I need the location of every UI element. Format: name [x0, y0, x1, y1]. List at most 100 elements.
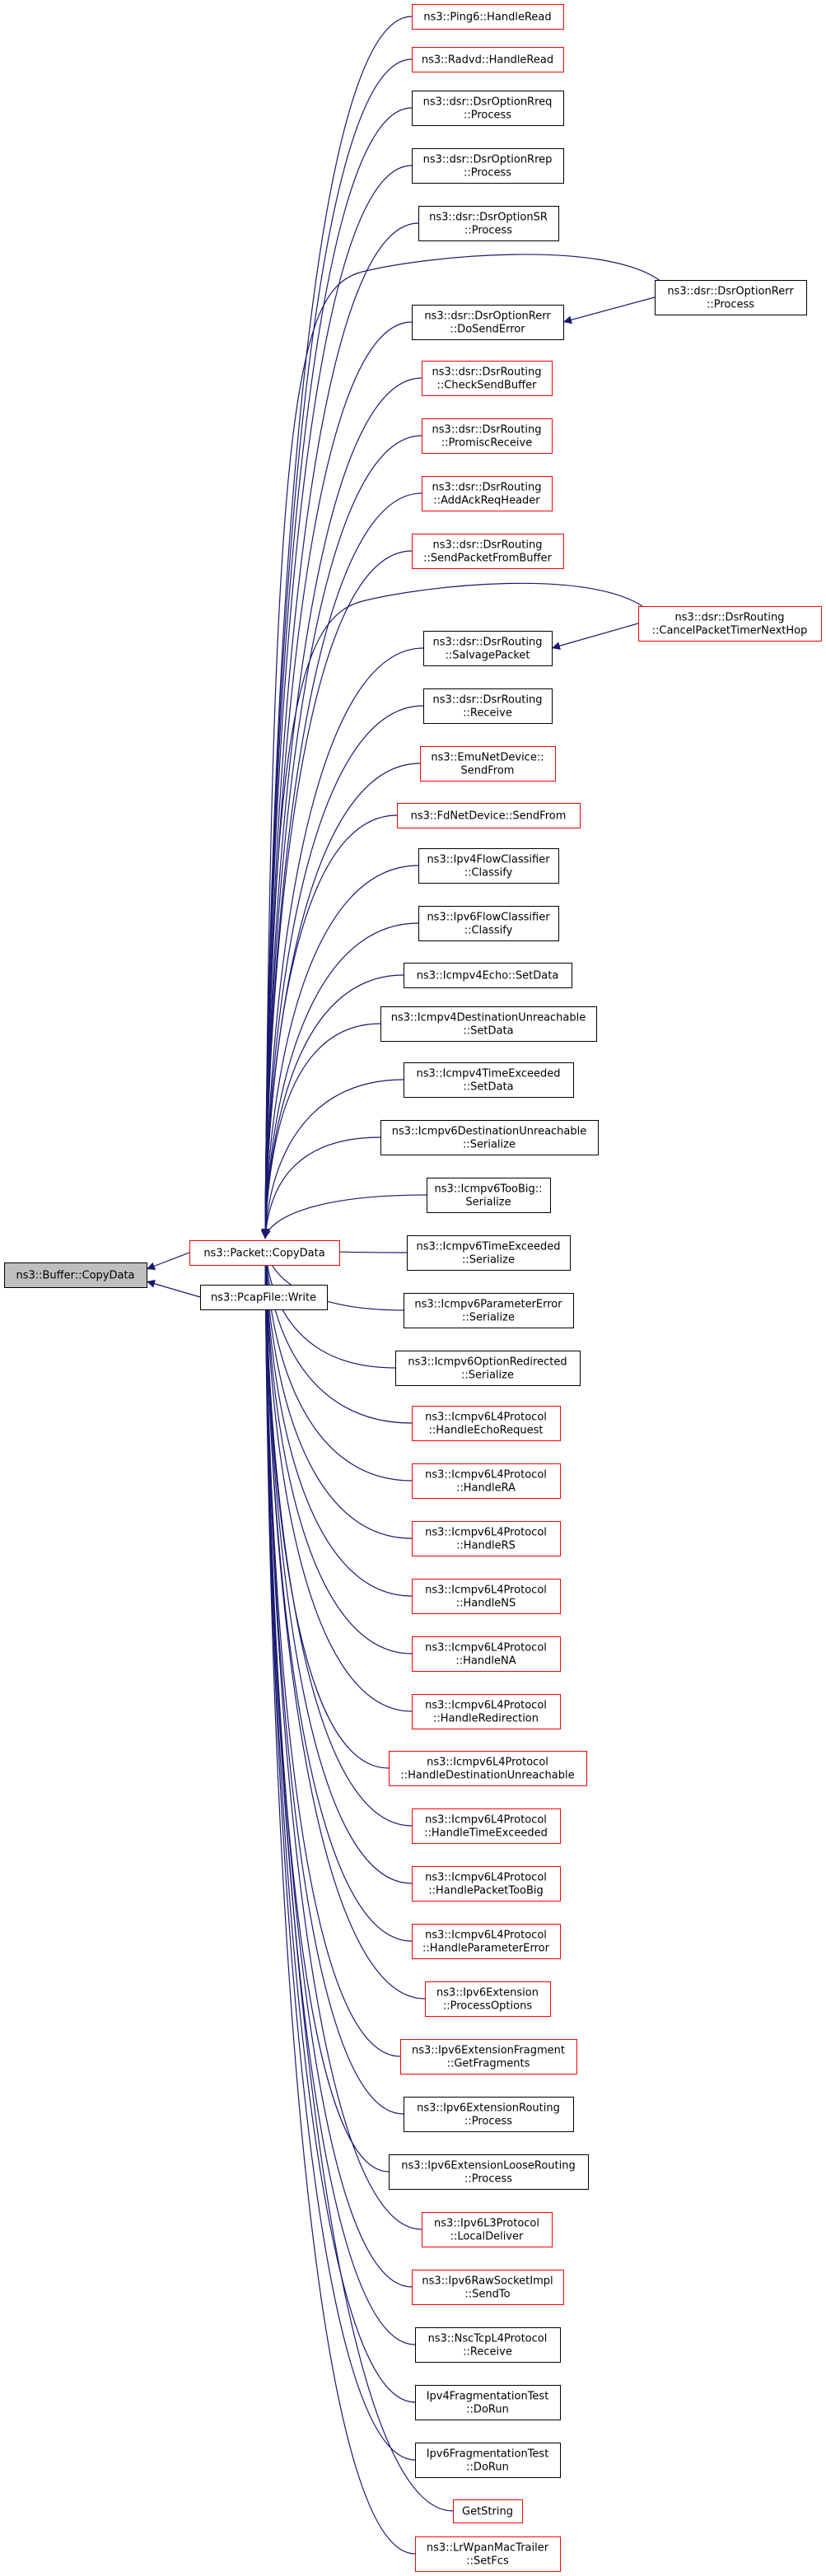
node-icmpv6l4protocol-handlens[interactable]: ns3::Icmpv6L4Protocol::HandleNS: [412, 1579, 561, 1614]
node-label: Ipv4FragmentationTest: [427, 2391, 549, 2403]
node-box: [380, 1006, 597, 1042]
node-nsctcpl4protocol-receive[interactable]: ns3::NscTcpL4Protocol::Receive: [415, 2327, 561, 2363]
edge-ipv6extensionlooserouting-process-to-packet-copydata: [261, 1244, 390, 2172]
node-icmpv6l4protocol-handlera[interactable]: ns3::Icmpv6L4Protocol::HandleRA: [412, 1463, 561, 1499]
edge-icmpv6l4protocol-handledestinationunreachable-to-packet-copydata: [261, 1244, 390, 1769]
node-label: ::HandleNS: [456, 1598, 516, 1610]
node-label: Serialize: [465, 1197, 511, 1209]
node-label: ::HandleRA: [456, 1482, 516, 1495]
node-buffer-copydata[interactable]: ns3::Buffer::CopyData: [4, 1262, 147, 1288]
node-box: [397, 803, 581, 828]
node-box: [427, 1178, 551, 1213]
node-ipv6l3protocol-localdeliver[interactable]: ns3::Ipv6L3Protocol::LocalDeliver: [422, 2212, 553, 2247]
node-packet-copydata[interactable]: ns3::Packet::CopyData: [189, 1240, 340, 1266]
node-ipv6extensionfragment-getfragments[interactable]: ns3::Ipv6ExtensionFragment::GetFragments: [400, 2039, 577, 2074]
node-label: ns3::dsr::DsrRouting: [675, 612, 785, 624]
node-label: ns3::Icmpv6TimeExceeded: [416, 1241, 560, 1253]
node-label: ns3::Icmpv4TimeExceeded: [416, 1068, 560, 1080]
node-dsrrouting-sendpacketfrombuffer[interactable]: ns3::dsr::DsrRouting::SendPacketFromBuff…: [412, 534, 564, 569]
node-ping6-handleread[interactable]: ns3::Ping6::HandleRead: [412, 4, 564, 30]
node-dsrrouting-cancelpackettimernexthop[interactable]: ns3::dsr::DsrRouting::CancelPacketTimerN…: [638, 606, 822, 642]
node-icmpv6l4protocol-handleredirection[interactable]: ns3::Icmpv6L4Protocol::HandleRedirection: [412, 1694, 561, 1729]
edge-dsroptionrerr-process-to-dosenderror: [562, 296, 656, 324]
edge-ipv4flowclassifier-classify-to-packet-copydata: [261, 865, 419, 1239]
node-lrwpanmactrailer-setfcs[interactable]: ns3::LrWpanMacTrailer::SetFcs: [415, 2536, 561, 2572]
node-label: ::Serialize: [462, 1312, 515, 1324]
edge-lrwpanmactrailer-setfcs-to-packet-copydata: [261, 1244, 416, 2555]
node-ipv6extension-processoptions[interactable]: ns3::Ipv6Extension::ProcessOptions: [425, 1981, 551, 2017]
node-icmpv6l4protocol-handledestinationunreachable[interactable]: ns3::Icmpv6L4Protocol::HandleDestination…: [389, 1751, 587, 1786]
node-fdnetdevice-sendfrom[interactable]: ns3::FdNetDevice::SendFrom: [397, 803, 581, 828]
node-icmpv6l4protocol-handletimeexceeded[interactable]: ns3::Icmpv6L4Protocol::HandleTimeExceede…: [412, 1808, 561, 1844]
edge-icmpv6l4protocol-handlera-to-packet-copydata: [261, 1244, 413, 1482]
node-icmpv4timeexceeded-setdata[interactable]: ns3::Icmpv4TimeExceeded::SetData: [404, 1062, 574, 1098]
node-label: ::Receive: [463, 707, 512, 720]
node-dsrrouting-salvagepacket[interactable]: ns3::dsr::DsrRouting::SalvagePacket: [423, 631, 553, 666]
node-box: [389, 1751, 587, 1786]
node-icmpv6l4protocol-handlers[interactable]: ns3::Icmpv6L4Protocol::HandleRS: [412, 1521, 561, 1556]
node-label: ns3::dsr::DsrRouting: [433, 694, 543, 707]
edge-dsrrouting-sendpacketfrombuffer-to-packet-copydata: [261, 550, 413, 1239]
node-dsroptionrrep-process[interactable]: ns3::dsr::DsrOptionRrep::Process: [412, 148, 564, 184]
node-label: ns3::Ipv4FlowClassifier: [427, 854, 550, 866]
node-ipv4fragmentationtest-dorun[interactable]: Ipv4FragmentationTest::DoRun: [415, 2385, 561, 2420]
node-ipv6flowclassifier-classify[interactable]: ns3::Ipv6FlowClassifier::Classify: [418, 906, 559, 941]
node-ipv6extensionrouting-process[interactable]: ns3::Ipv6ExtensionRouting::Process: [404, 2097, 574, 2132]
node-label: ::GetFragments: [447, 2058, 530, 2070]
node-ipv4flowclassifier-classify[interactable]: ns3::Ipv4FlowClassifier::Classify: [418, 848, 559, 884]
node-icmpv6parametererror-serialize[interactable]: ns3::Icmpv6ParameterError::Serialize: [404, 1293, 574, 1328]
node-dsroptionrerr-dosenderror[interactable]: ns3::dsr::DsrOptionRerr::DoSendError: [412, 305, 564, 340]
node-label: ns3::PcapFile::Write: [211, 1292, 316, 1304]
node-box: [412, 1406, 561, 1441]
node-label: ns3::dsr::DsrRouting: [432, 482, 542, 494]
node-box: [389, 2154, 589, 2190]
node-label: ns3::Ipv6ExtensionRouting: [417, 2102, 560, 2115]
node-dsroptionsr-process[interactable]: ns3::dsr::DsrOptionSR::Process: [418, 206, 559, 241]
node-getstring[interactable]: GetString: [453, 2499, 523, 2523]
node-icmpv4echo-setdata[interactable]: ns3::Icmpv4Echo::SetData: [404, 963, 572, 988]
node-label: ::CancelPacketTimerNextHop: [652, 625, 808, 637]
node-box: [395, 1351, 581, 1386]
node-box: [412, 47, 564, 72]
edge-dsrrouting-promiscreceive-to-packet-copydata: [261, 435, 422, 1239]
edge-dsrrouting-salvagepacket-to-packet-copydata: [261, 647, 424, 1239]
node-ipv6rawsocketimpl-sendto[interactable]: ns3::Ipv6RawSocketImpl::SendTo: [412, 2270, 564, 2305]
node-box: [412, 1866, 561, 1902]
node-ipv6fragmentationtest-dorun[interactable]: Ipv6FragmentationTest::DoRun: [415, 2443, 561, 2478]
node-label: ::HandleRedirection: [433, 1713, 539, 1725]
node-icmpv6l4protocol-handleparametererror[interactable]: ns3::Icmpv6L4Protocol::HandleParameterEr…: [412, 1924, 561, 1959]
node-emunetdevice-sendfrom[interactable]: ns3::EmuNetDevice::SendFrom: [420, 746, 556, 782]
node-icmpv6optionredirected-serialize[interactable]: ns3::Icmpv6OptionRedirected::Serialize: [395, 1351, 581, 1386]
node-pcapfile-write[interactable]: ns3::PcapFile::Write: [200, 1285, 328, 1310]
node-icmpv4destinationunreachable-setdata[interactable]: ns3::Icmpv4DestinationUnreachable::SetDa…: [380, 1006, 597, 1042]
edge-icmpv6toobig-serialize-to-packet-copydata: [262, 1194, 427, 1239]
node-dsrrouting-addackreqheader[interactable]: ns3::dsr::DsrRouting::AddAckReqHeader: [422, 476, 553, 511]
node-icmpv6l4protocol-handlena[interactable]: ns3::Icmpv6L4Protocol::HandleNA: [412, 1636, 561, 1672]
node-icmpv6toobig-serialize[interactable]: ns3::Icmpv6TooBig::Serialize: [427, 1178, 551, 1213]
node-box: [418, 906, 559, 941]
node-label: ::CheckSendBuffer: [437, 380, 538, 392]
node-dsrrouting-promiscreceive[interactable]: ns3::dsr::DsrRouting::PromiscReceive: [422, 418, 553, 454]
node-icmpv6timeexceeded-serialize[interactable]: ns3::Icmpv6TimeExceeded::Serialize: [407, 1235, 571, 1271]
node-ipv6extensionlooserouting-process[interactable]: ns3::Ipv6ExtensionLooseRouting::Process: [389, 2154, 589, 2190]
node-label: ns3::dsr::DsrOptionRrep: [423, 154, 553, 166]
node-label: ::Serialize: [463, 1139, 516, 1151]
node-label: ::Process: [464, 225, 512, 237]
node-dsrrouting-checksendbuffer[interactable]: ns3::dsr::DsrRouting::CheckSendBuffer: [422, 361, 553, 396]
node-dsroptionrreq-process[interactable]: ns3::dsr::DsrOptionRreq::Process: [412, 91, 564, 126]
node-dsrrouting-receive[interactable]: ns3::dsr::DsrRouting::Receive: [423, 688, 553, 724]
node-icmpv6destinationunreachable-serialize[interactable]: ns3::Icmpv6DestinationUnreachable::Seria…: [380, 1120, 599, 1155]
node-icmpv6l4protocol-handleechorequest[interactable]: ns3::Icmpv6L4Protocol::HandleEchoRequest: [412, 1406, 561, 1441]
node-label: ns3::Icmpv6L4Protocol: [425, 1642, 547, 1654]
node-dsroptionrerr-process[interactable]: ns3::dsr::DsrOptionRerr::Process: [655, 280, 807, 315]
node-radvd-handleread[interactable]: ns3::Radvd::HandleRead: [412, 47, 564, 72]
node-label: ns3::Ipv6RawSocketImpl: [422, 2275, 553, 2288]
node-icmpv6l4protocol-handlepackettoobig[interactable]: ns3::Icmpv6L4Protocol::HandlePacketTooBi…: [412, 1866, 561, 1902]
edge-ipv6fragmentationtest-dorun-to-packet-copydata: [261, 1244, 416, 2461]
node-label: ns3::Icmpv4Echo::SetData: [417, 970, 559, 982]
node-label: ::Process: [464, 167, 511, 180]
node-label: ::SendPacketFromBuffer: [423, 553, 552, 565]
node-label: ::Serialize: [462, 1254, 515, 1267]
node-label: ns3::Icmpv6OptionRedirected: [408, 1356, 567, 1369]
node-label: ::DoRun: [466, 2462, 509, 2474]
